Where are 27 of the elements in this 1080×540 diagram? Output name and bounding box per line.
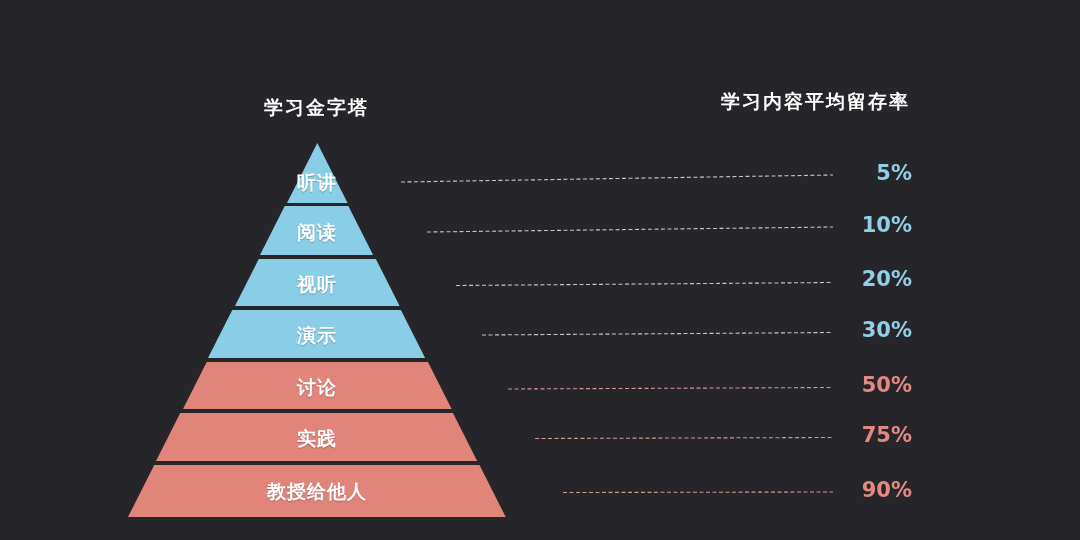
pyramid-tier [260, 206, 374, 255]
tier-label: 实践 [297, 427, 337, 449]
pyramid-tier [182, 362, 452, 409]
retention-rate: 90% [861, 479, 912, 503]
tier-label: 听讲 [297, 171, 337, 193]
tier-label: 教授给他人 [267, 480, 367, 502]
tier-label: 视听 [297, 273, 337, 295]
tier-label: 阅读 [297, 221, 337, 243]
column-heading: 学习金字塔 [263, 96, 369, 118]
leader-line [400, 174, 834, 183]
retention-rate: 50% [861, 374, 912, 398]
leader-line [426, 226, 834, 233]
pyramid-tier [208, 310, 426, 358]
pyramid-tier [234, 259, 400, 306]
leader-line [534, 436, 834, 440]
pyramid-tier [128, 465, 506, 517]
retention-rate: 75% [861, 424, 912, 448]
retention-rate: 20% [861, 268, 912, 292]
retention-rate: 5% [876, 162, 912, 186]
leader-line [562, 491, 834, 494]
tier-label: 讨论 [297, 376, 337, 398]
retention-rate: 10% [861, 214, 912, 238]
pyramid-tier [286, 143, 348, 203]
retention-rate: 30% [861, 319, 912, 343]
column-heading: 学习内容平均留存率 [721, 90, 910, 112]
tier-label: 演示 [297, 324, 337, 346]
pyramid-tier [156, 413, 478, 461]
